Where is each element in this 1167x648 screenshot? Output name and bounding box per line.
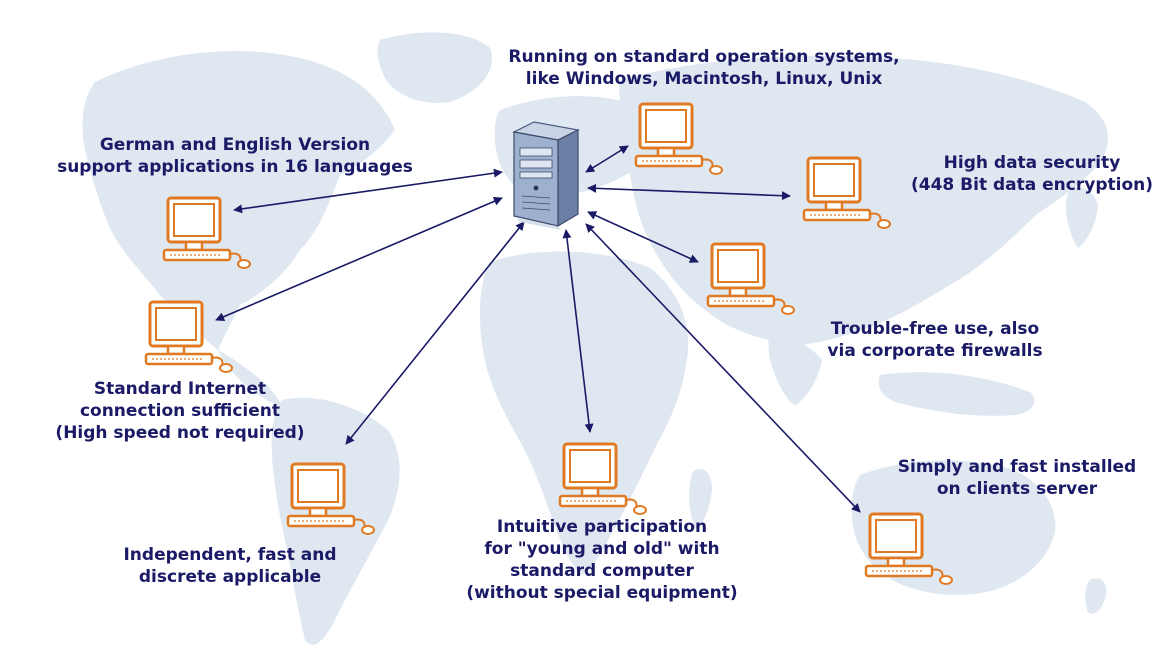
label-line: standard computer [510, 561, 694, 581]
label-line: (High speed not required) [55, 423, 305, 443]
southeast-asia-islands-shape [878, 372, 1035, 416]
label-participation: Intuitive participation for "young and o… [452, 516, 752, 604]
label-line: Running on standard operation systems, [508, 47, 900, 67]
arrow-to-right-client [587, 183, 791, 201]
central-america-shape [218, 350, 284, 408]
greenland-shape [377, 32, 492, 103]
client-computer-right-icon [802, 156, 892, 230]
arrow-to-bottom-left-client [345, 221, 525, 445]
client-computer-bottom-right-icon [864, 512, 954, 586]
label-platforms: Running on standard operation systems, l… [474, 46, 934, 90]
client-computer-top-left-icon [162, 196, 252, 270]
label-line: Intuitive participation [496, 517, 708, 537]
arrow-to-top-center-client [585, 145, 629, 173]
client-computer-bottom-left-icon [286, 462, 376, 536]
label-internet: Standard Internet connection sufficient … [20, 378, 340, 444]
label-line: via corporate firewalls [827, 341, 1043, 361]
label-line: connection sufficient [79, 401, 281, 421]
client-computer-bottom-center-icon [558, 442, 648, 516]
arrow-to-bottom-right-client [585, 223, 861, 513]
label-line: for "young and old" with [484, 539, 720, 559]
label-line: (448 Bit data encryption) [910, 175, 1153, 195]
label-line: like Windows, Macintosh, Linux, Unix [525, 69, 883, 89]
label-line: support applications in 16 languages [57, 157, 413, 177]
label-line: Independent, fast and [123, 545, 337, 565]
japan-shape [1066, 187, 1098, 248]
client-computer-middle-right-icon [706, 242, 796, 316]
label-independent: Independent, fast and discrete applicabl… [100, 544, 360, 588]
label-languages: German and English Version support appli… [50, 134, 420, 178]
label-security: High data security (448 Bit data encrypt… [900, 152, 1164, 196]
label-line: High data security [943, 153, 1121, 173]
arrow-to-middle-right-client [587, 211, 699, 263]
label-line: Trouble-free use, also [830, 319, 1040, 339]
server-tower-icon [512, 121, 580, 230]
arrow-to-bottom-center-client [562, 229, 594, 433]
label-firewalls: Trouble-free use, also via corporate fir… [790, 318, 1080, 362]
new-zealand-shape [1085, 578, 1107, 615]
label-line: Standard Internet [93, 379, 267, 399]
label-line: German and English Version [99, 135, 371, 155]
client-computer-top-center-icon [634, 102, 724, 176]
label-line: (without special equipment) [466, 583, 738, 603]
label-line: on clients server [936, 479, 1098, 499]
label-line: discrete applicable [138, 567, 322, 587]
label-installation: Simply and fast installed on clients ser… [872, 456, 1162, 500]
label-line: Simply and fast installed [897, 457, 1137, 477]
client-computer-left-icon [144, 300, 234, 374]
